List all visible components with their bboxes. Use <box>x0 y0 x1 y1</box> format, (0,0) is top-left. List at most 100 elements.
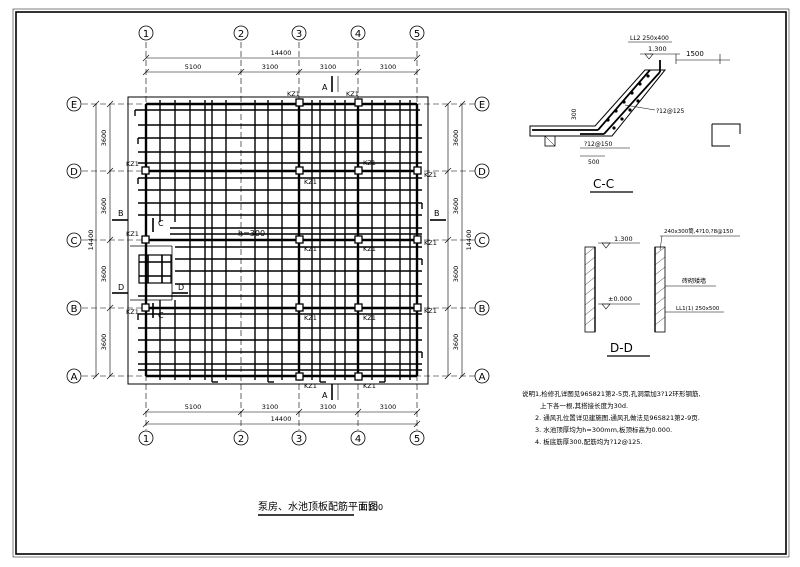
top-axis-bubbles: 1 2 3 4 5 <box>138 25 425 41</box>
column-tag: KZ1 <box>126 308 139 316</box>
right-axis-bubbles: E D C B A <box>474 96 490 384</box>
column-tag: KZ1 <box>126 230 139 238</box>
column-kz1 <box>354 166 363 175</box>
row-dimension: 3600 <box>100 130 108 147</box>
dd-section-label: D-D <box>610 341 633 355</box>
axis-label: C <box>479 236 486 247</box>
rebar-vertical <box>159 100 411 383</box>
column-kz1 <box>354 372 363 381</box>
left-dimensions <box>92 100 114 380</box>
span-dimension: 5100 <box>185 63 202 71</box>
dd-elevation: 1.300 <box>614 235 633 243</box>
section-mark-a: A <box>322 391 328 400</box>
section-mark-c: C <box>158 311 164 320</box>
column-tag: KZ1 <box>363 382 376 390</box>
row-dimension: 3600 <box>452 266 460 283</box>
cc-section-label: C-C <box>593 177 614 191</box>
row-dimension: 3600 <box>100 334 108 351</box>
axis-label: C <box>71 236 78 247</box>
overall-dimension: 14400 <box>465 230 473 251</box>
span-dimension: 3100 <box>320 403 337 411</box>
column-kz1 <box>295 235 304 244</box>
column-kz1 <box>141 166 150 175</box>
section-marks: A A B B C C D D <box>112 76 446 400</box>
column-tag: KZ1 <box>304 178 317 186</box>
column-kz1 <box>413 303 422 312</box>
slab-thickness-label: h=300 <box>238 229 265 238</box>
column-tags: KZ1 KZ1 KZ1 KZ1 KZ1 KZ1 KZ1 KZ1 KZ1 KZ1 … <box>126 90 437 390</box>
column-kz1 <box>295 166 304 175</box>
bottom-dimension-text: 5100 3100 3100 3100 14400 <box>185 403 397 423</box>
axis-label: 1 <box>143 434 149 445</box>
axis-label: E <box>71 100 77 111</box>
note-line-1: 说明1,检修孔详图见96S821第2-5页,孔洞需加3?12环形钢筋, <box>522 389 701 398</box>
dd-ground-elevation: ±0.000 <box>608 295 632 303</box>
note-line-3: 2. 通风孔位置详见建施图,通风孔做法见96S821第2-9页. <box>535 413 700 422</box>
axis-label: 3 <box>296 434 302 445</box>
span-dimension: 3100 <box>320 63 337 71</box>
right-dimensions <box>444 100 466 380</box>
cc-dimension-300: 300 <box>571 108 578 120</box>
section-mark-d: D <box>178 283 184 292</box>
overall-dimension: 14400 <box>87 230 95 251</box>
dd-brick-note: 砖砌矮墙 <box>682 277 706 285</box>
column-kz1 <box>141 235 150 244</box>
axis-label: 5 <box>414 29 420 40</box>
axis-label: A <box>71 372 78 383</box>
left-dimension-text: 3600 3600 3600 3600 14400 <box>87 130 108 351</box>
rebar-horizontal <box>134 109 423 371</box>
axis-label: 2 <box>238 434 244 445</box>
axis-label: D <box>478 167 486 178</box>
axis-label: B <box>479 304 486 315</box>
overall-dimension: 14400 <box>271 49 292 57</box>
column-tag: KZ1 <box>424 307 437 315</box>
columns <box>141 98 422 381</box>
span-dimension: 3100 <box>262 63 279 71</box>
plan-scale: 1:100 <box>360 503 383 512</box>
sheet-outer-border <box>12 8 790 558</box>
section-detail-cc: 1.300 LL2 250x400 1500 ?12@125 ?12@150 5… <box>529 35 741 193</box>
cc-elevation: 1.300 <box>648 45 667 53</box>
row-dimension: 3600 <box>452 198 460 215</box>
column-kz1 <box>295 98 304 107</box>
cc-rebar-bottom: ?12@150 <box>584 141 612 148</box>
roof-slab-plan: KZ1 KZ1 KZ1 KZ1 KZ1 KZ1 KZ1 KZ1 KZ1 KZ1 … <box>66 25 490 516</box>
axis-label: 4 <box>355 434 361 445</box>
column-tag: KZ1 <box>346 90 359 98</box>
dd-beam-note: LL1(1) 250x500 <box>676 306 720 312</box>
column-kz1 <box>354 235 363 244</box>
column-tag: KZ1 <box>304 382 317 390</box>
row-dimension: 3600 <box>100 198 108 215</box>
span-dimension: 5100 <box>185 403 202 411</box>
top-dimension-text: 14400 5100 3100 3100 3100 <box>185 49 397 71</box>
axis-label: 4 <box>355 29 361 40</box>
column-tag: KZ1 <box>424 171 437 179</box>
overall-dimension: 14400 <box>271 415 292 423</box>
column-kz1 <box>354 98 363 107</box>
axis-label: A <box>479 372 486 383</box>
section-mark-a: A <box>322 83 328 92</box>
sheet-border <box>15 11 787 555</box>
axis-label: D <box>70 167 78 178</box>
axis-label: 5 <box>414 434 420 445</box>
axis-label: 2 <box>238 29 244 40</box>
section-mark-c: C <box>158 219 164 228</box>
column-kz1 <box>295 303 304 312</box>
column-kz1 <box>141 303 150 312</box>
column-kz1 <box>413 166 422 175</box>
note-line-4: 3. 水池顶厚均为h=300mm,板顶标高为0.000. <box>535 425 672 434</box>
axis-label: 1 <box>143 29 149 40</box>
bottom-axis-bubbles: 1 2 3 4 5 <box>138 430 425 446</box>
column-tag: KZ1 <box>363 159 376 167</box>
column-tag: KZ1 <box>126 160 139 168</box>
column-tag: KZ1 <box>363 245 376 253</box>
axis-label: 3 <box>296 29 302 40</box>
column-tag: KZ1 <box>424 239 437 247</box>
cc-beam-note: LL2 250x400 <box>630 35 669 42</box>
row-dimension: 3600 <box>100 266 108 283</box>
section-mark-d: D <box>118 283 124 292</box>
note-line-5: 4. 板底筋厚300,配筋均为?12@125. <box>535 437 642 446</box>
cc-rebar-top: ?12@125 <box>656 108 684 115</box>
cc-dimension-1500: 1500 <box>686 50 704 58</box>
